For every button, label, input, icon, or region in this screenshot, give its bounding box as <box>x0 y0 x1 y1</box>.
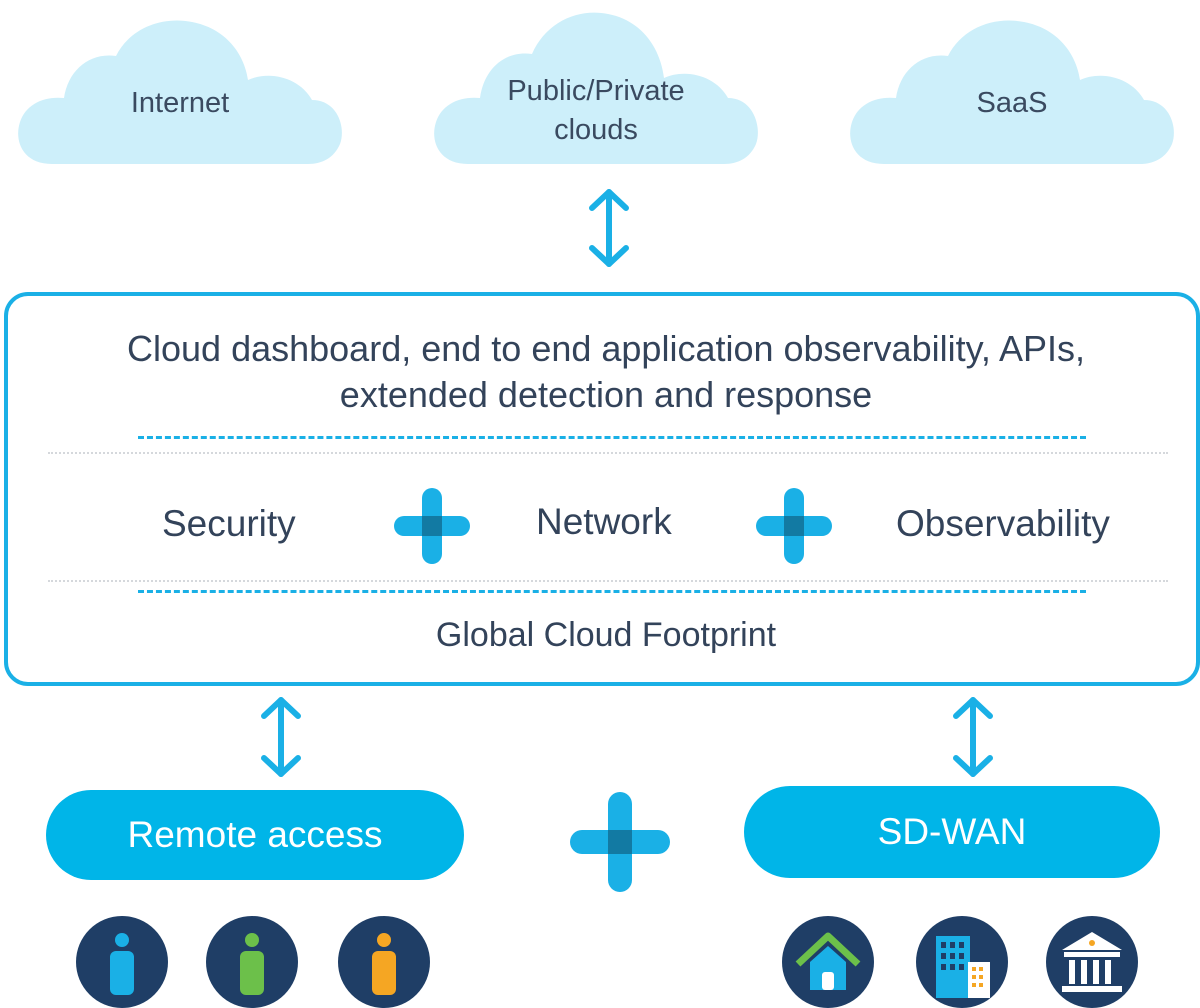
platform-headline-line2: extended detection and response <box>339 374 873 415</box>
cloud-icon <box>18 20 342 165</box>
double-arrow-icon <box>261 697 301 777</box>
platform-box: Cloud dashboard, end to end application … <box>4 292 1200 686</box>
pillar-security: Security <box>162 503 296 544</box>
double-arrow-icon <box>953 697 993 777</box>
bank-icon <box>1046 916 1138 1008</box>
remote-access-pill: Remote access <box>46 790 464 880</box>
cloud-internet: Internet <box>12 8 348 166</box>
plus-icon <box>570 792 670 892</box>
dotted-divider <box>48 452 1168 454</box>
cloud-label: SaaS <box>976 87 1048 119</box>
pillar-observability: Observability <box>896 503 1110 544</box>
dotted-divider <box>48 580 1168 582</box>
cloud-label: Internet <box>130 87 230 119</box>
user-icon-green <box>206 916 298 1008</box>
dashed-divider <box>138 436 1086 439</box>
cloud-public-private: Public/Private clouds <box>428 0 764 166</box>
platform-headline-line1: Cloud dashboard, end to end application … <box>127 328 1085 369</box>
pillar-network: Network <box>536 501 672 542</box>
plus-icon <box>756 488 832 564</box>
global-cloud-footprint: Global Cloud Footprint <box>435 616 777 654</box>
cloud-icon <box>850 20 1174 165</box>
cloud-label-line1: Public/Private <box>507 75 685 107</box>
double-arrow-icon <box>589 189 629 267</box>
cloud-saas: SaaS <box>844 8 1180 166</box>
sd-wan-pill: SD-WAN <box>744 786 1160 878</box>
plus-icon <box>394 488 470 564</box>
cloud-label-line2: clouds <box>554 114 638 146</box>
dashed-divider <box>138 590 1086 593</box>
cloud-icon <box>434 12 758 164</box>
home-icon <box>782 916 874 1008</box>
user-icon-blue <box>76 916 168 1008</box>
office-building-icon <box>916 916 1008 1008</box>
user-icon-orange <box>338 916 430 1008</box>
